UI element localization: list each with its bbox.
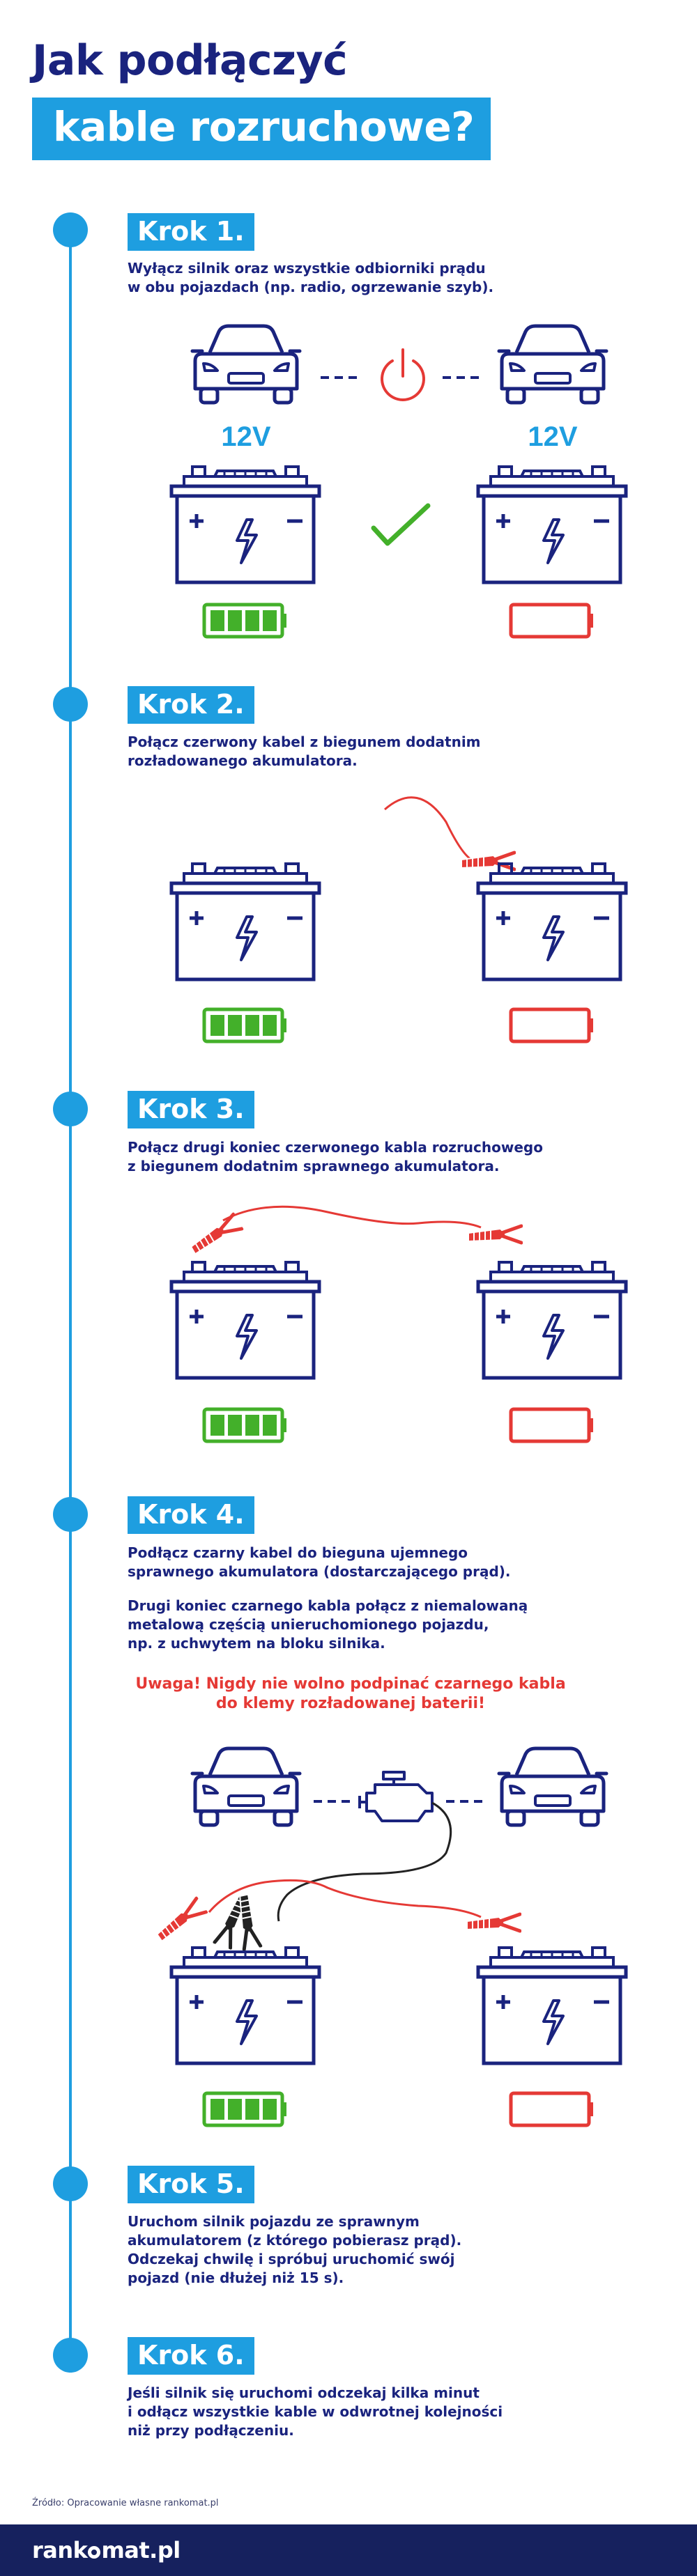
step-5-text-line: pojazd (nie dłużej niż 15 s). — [128, 2269, 344, 2286]
battery-icon — [171, 864, 319, 979]
step-4-label: Krok 4. — [128, 1496, 254, 1534]
logo-suffix: mat.pl — [101, 2537, 181, 2563]
timeline-dot-step-4 — [53, 1497, 88, 1532]
footer-bar: rank mat.pl — [0, 2524, 697, 2576]
timeline-line — [69, 230, 72, 2373]
step-2-label: Krok 2. — [128, 686, 254, 724]
step-5-text-line: akumulatorem (z którego pobierasz prąd). — [128, 2232, 462, 2249]
step-3-illustration — [0, 1205, 697, 1456]
battery-level-icon — [511, 605, 593, 637]
battery-level-icon — [204, 605, 286, 637]
step-4-text-line: metalową częścią unieruchomionego pojazd… — [128, 1616, 489, 1633]
step-6-label: Krok 6. — [128, 2337, 254, 2375]
step-6-text: Jeśli silnik się uruchomi odczekaj kilka… — [128, 2384, 574, 2440]
battery-icon — [171, 1948, 319, 2063]
battery-icon — [478, 1948, 626, 2063]
battery-icon — [171, 467, 319, 582]
timeline-dot-step-5 — [53, 2166, 88, 2201]
warning-line: do klemy rozładowanej baterii! — [215, 1695, 486, 1712]
step-4-text-line: np. z uchwytem na bloku silnika. — [128, 1635, 385, 1652]
clamp-icon — [461, 853, 514, 869]
step-4-text-line: Drugi koniec czarnego kabla połącz z nie… — [128, 1597, 528, 1614]
engine-icon — [358, 1771, 434, 1822]
step-1-label: Krok 1. — [128, 213, 254, 251]
battery-icon — [478, 864, 626, 979]
logo-prefix: rank — [32, 2537, 88, 2563]
timeline-dot-step-2 — [53, 687, 88, 722]
step-1-text-line: w obu pojazdach (np. radio, ogrzewanie s… — [128, 279, 494, 295]
step-6-text-line: niż przy podłączeniu. — [128, 2422, 294, 2439]
car-icon — [499, 326, 606, 403]
voltage-label-left: 12V — [221, 421, 270, 452]
check-icon — [371, 503, 431, 546]
step-3-text: Połącz drugi koniec czerwonego kabla roz… — [128, 1138, 574, 1176]
step-3-text-line: z biegunem dodatnim sprawnego akumulator… — [128, 1158, 500, 1174]
step-5-text: Uruchom silnik pojazdu ze sprawnym akumu… — [128, 2212, 574, 2288]
step-1-text: Wyłącz silnik oraz wszystkie odbiorniki … — [128, 259, 574, 297]
car-icon — [192, 1748, 300, 1825]
brand-logo[interactable]: rank mat.pl — [32, 2537, 181, 2563]
battery-icon — [171, 1262, 319, 1378]
source-note: Źródło: Opracowanie własne rankomat.pl — [32, 2498, 219, 2508]
step-5-label: Krok 5. — [128, 2166, 254, 2203]
step-1-text-line: Wyłącz silnik oraz wszystkie odbiorniki … — [128, 260, 486, 277]
page-title-highlight: kable rozruchowe? — [32, 98, 491, 160]
battery-level-icon — [204, 2093, 286, 2125]
step-2-text: Połącz czerwony kabel z biegunem dodatni… — [128, 733, 574, 770]
step-2-text-line: Połącz czerwony kabel z biegunem dodatni… — [128, 734, 481, 750]
step-6-text-line: i odłącz wszystkie kable w odwrotnej kol… — [128, 2403, 503, 2420]
step-2-illustration — [0, 796, 697, 1059]
clamp-icon — [153, 1898, 206, 1942]
clamp-icon — [468, 1226, 521, 1243]
battery-level-icon — [511, 1409, 593, 1441]
step-6-text-line: Jeśli silnik się uruchomi odczekaj kilka… — [128, 2384, 480, 2401]
step-1-illustration: 12V 12V — [0, 307, 697, 655]
step-5-text-line: Uruchom silnik pojazdu ze sprawnym — [128, 2213, 420, 2230]
warning-line: Uwaga! Nigdy nie wolno podpinać czarnego… — [135, 1675, 566, 1693]
battery-level-icon — [204, 1009, 286, 1041]
timeline-dot-step-1 — [53, 212, 88, 247]
car-icon — [192, 326, 300, 403]
step-3-label: Krok 3. — [128, 1091, 254, 1128]
timeline-dot-step-6 — [53, 2338, 88, 2373]
step-4-text-line: sprawnego akumulatora (dostarczającego p… — [128, 1563, 511, 1580]
step-3-text-line: Połącz drugi koniec czerwonego kabla roz… — [128, 1139, 543, 1156]
step-5-text-line: Odczekaj chwilę i spróbuj uruchomić swój — [128, 2251, 455, 2267]
battery-icon — [478, 467, 626, 582]
step-4-paragraph-2: Drugi koniec czarnego kabla połącz z nie… — [128, 1597, 574, 1653]
step-4-warning: Uwaga! Nigdy nie wolno podpinać czarnego… — [128, 1675, 574, 1714]
page-title: Jak podłączyć — [32, 36, 348, 85]
battery-level-icon — [511, 2093, 593, 2125]
battery-icon — [478, 1262, 626, 1378]
step-4-paragraph-1: Podłącz czarny kabel do bieguna ujemnego… — [128, 1544, 574, 1581]
step-2-text-line: rozładowanego akumulatora. — [128, 752, 358, 769]
power-icon — [381, 348, 425, 401]
step-4-text-line: Podłącz czarny kabel do bieguna ujemnego — [128, 1544, 468, 1561]
timeline-dot-step-3 — [53, 1092, 88, 1126]
logo-ring-icon — [88, 2546, 101, 2559]
clamp-icon — [467, 1914, 520, 1931]
step-4-illustration — [0, 1735, 697, 2139]
clamp-icon — [187, 1214, 242, 1255]
battery-level-icon — [204, 1409, 286, 1441]
voltage-label-right: 12V — [528, 421, 577, 452]
car-icon — [499, 1748, 606, 1825]
battery-level-icon — [511, 1009, 593, 1041]
step-4-text: Podłącz czarny kabel do bieguna ujemnego… — [128, 1544, 574, 1668]
